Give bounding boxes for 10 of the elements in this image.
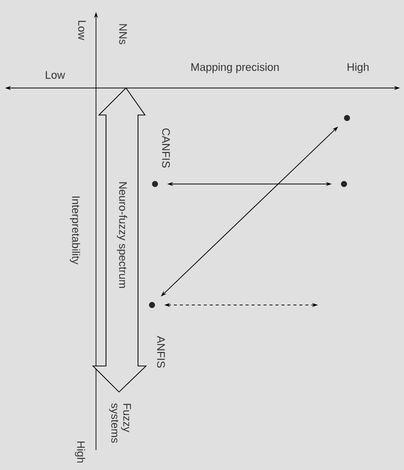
axis-label: NNs (119, 24, 127, 44)
axis-label: Interpretability (70, 196, 80, 264)
node-label: CANFIS (162, 128, 170, 168)
axis-label: ANFIS (157, 336, 165, 368)
axis-label: Low (78, 20, 86, 40)
axis-label: High (348, 62, 369, 74)
axis-label: High (74, 442, 86, 463)
axis-label: Fuzzy systems (109, 403, 131, 443)
axis-label: Mapping precision (191, 62, 279, 74)
axis-label: Low (46, 71, 66, 79)
